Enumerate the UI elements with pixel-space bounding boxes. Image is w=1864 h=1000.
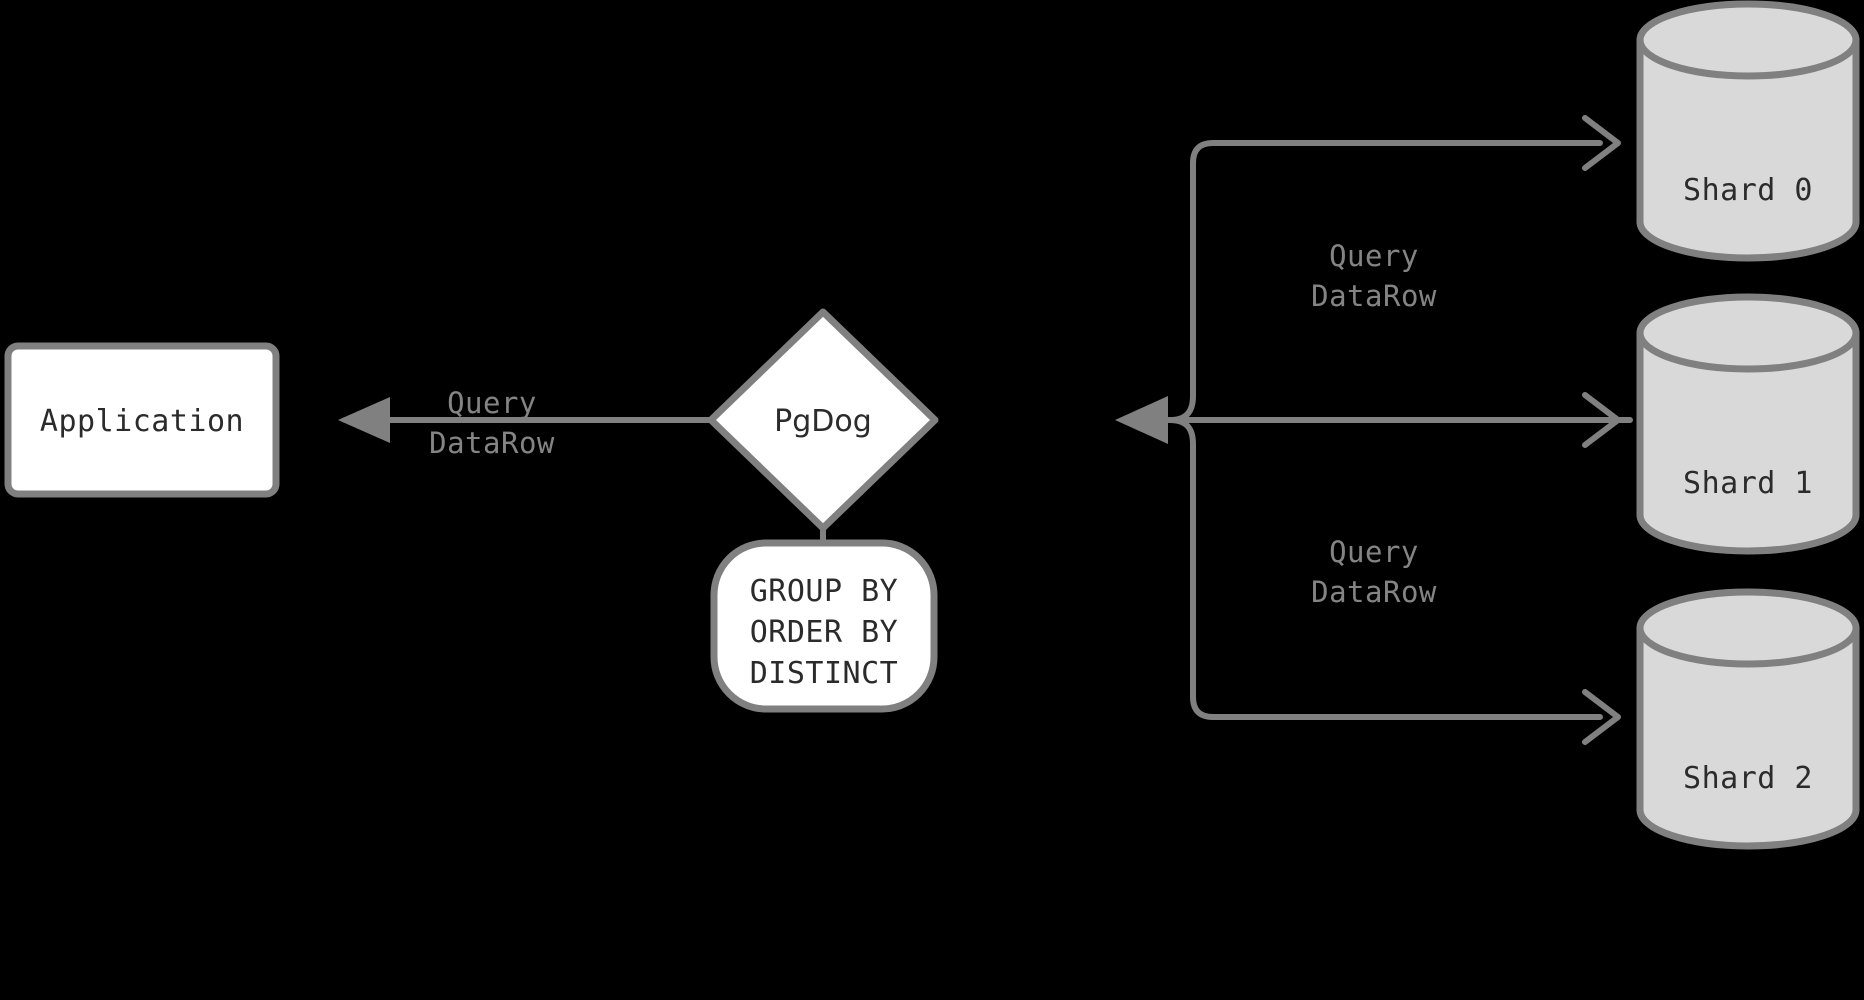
edge-label-top-datarow: DataRow [1311, 279, 1437, 313]
operations-box[interactable] [710, 539, 938, 713]
arrowhead-to-shard-1 [1582, 392, 1621, 448]
arrowhead-trunk-to-pgdog [1115, 396, 1168, 444]
arrowhead-to-shard-2 [1582, 689, 1621, 745]
shard-0-body[interactable] [1636, 36, 1860, 262]
pgdog-label: PgDog [774, 404, 872, 439]
edge-label-shard-bottom: Query DataRow [1311, 535, 1437, 609]
node-shard-0[interactable]: Shard 0 [1636, 0, 1860, 262]
node-pgdog[interactable]: PgDog [707, 308, 939, 532]
edge-pgdog-shard-2 [1167, 417, 1621, 745]
edge-label-app-query: Query [447, 386, 537, 420]
shard-1-top[interactable] [1636, 293, 1860, 373]
arrowhead-to-application [338, 397, 390, 443]
edge-label-application-pgdog: Query DataRow [429, 386, 555, 460]
application-label: Application [40, 404, 244, 439]
edge-label-top-query: Query [1329, 239, 1419, 273]
shard-0-top[interactable] [1636, 0, 1860, 80]
arrowhead-to-shard-0 [1582, 115, 1621, 171]
operations-line-group-by: GROUP BY [750, 574, 899, 609]
edge-label-bottom-query: Query [1329, 535, 1419, 569]
pgdog-diamond[interactable] [707, 308, 939, 532]
branch-line-shard-0 [1167, 140, 1603, 423]
edge-pgdog-shards-trunk [1115, 392, 1633, 448]
edge-label-shard-top: Query DataRow [1311, 239, 1437, 313]
edge-label-app-datarow: DataRow [429, 426, 555, 460]
node-shard-1[interactable]: Shard 1 [1636, 293, 1860, 555]
node-application[interactable]: Application [4, 342, 280, 498]
shard-0-label: Shard 0 [1683, 173, 1813, 208]
node-shard-2[interactable]: Shard 2 [1636, 588, 1860, 850]
shard-1-label: Shard 1 [1683, 466, 1813, 501]
operations-line-distinct: DISTINCT [750, 656, 899, 691]
application-box[interactable] [4, 342, 280, 498]
shard-2-body[interactable] [1636, 624, 1860, 850]
branch-line-shard-2 [1167, 417, 1603, 720]
operations-line-order-by: ORDER BY [750, 615, 899, 650]
shard-2-label: Shard 2 [1683, 761, 1813, 796]
node-operations[interactable]: GROUP BY ORDER BY DISTINCT [710, 539, 938, 713]
edge-label-bottom-datarow: DataRow [1311, 575, 1437, 609]
shard-1-body[interactable] [1636, 329, 1860, 555]
edge-pgdog-shard-0 [1167, 115, 1621, 423]
shard-2-top[interactable] [1636, 588, 1860, 668]
